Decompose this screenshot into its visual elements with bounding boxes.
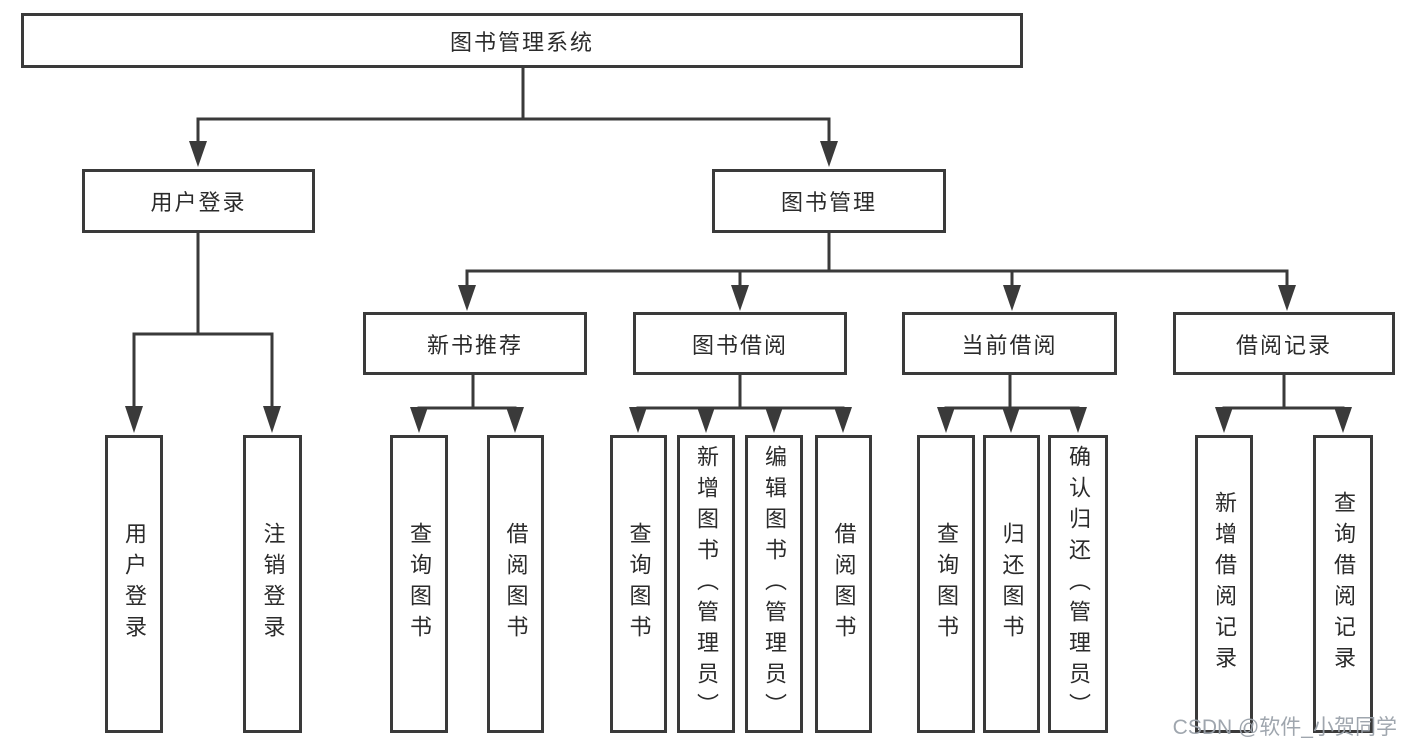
leaf-logout: 注销登录 (243, 435, 302, 733)
leaf-borrow-add-books-admin: 新增图书（管理员） (677, 435, 735, 733)
leaf-recommend-borrow-books-label: 借阅图书 (503, 522, 529, 646)
node-book-management: 图书管理 (712, 169, 946, 233)
leaf-records-query-record: 查询借阅记录 (1313, 435, 1373, 733)
leaf-borrow-query-books: 查询图书 (610, 435, 667, 733)
leaf-records-query-record-label: 查询借阅记录 (1331, 491, 1356, 677)
leaf-current-confirm-return-admin: 确认归还（管理员） (1048, 435, 1108, 733)
node-current-borrow: 当前借阅 (902, 312, 1117, 375)
leaf-current-return-books-label: 归还图书 (999, 522, 1025, 646)
leaf-recommend-query-books: 查询图书 (390, 435, 448, 733)
node-borrow-records-label: 借阅记录 (1235, 332, 1332, 358)
leaf-user-login: 用户登录 (105, 435, 163, 733)
leaf-borrow-edit-books-admin: 编辑图书（管理员） (745, 435, 803, 733)
leaf-records-add-record: 新增借阅记录 (1195, 435, 1253, 733)
node-root: 图书管理系统 (21, 13, 1023, 68)
node-book-borrow: 图书借阅 (633, 312, 847, 375)
leaf-borrow-borrow-books: 借阅图书 (815, 435, 872, 733)
node-user-login-label: 用户登录 (150, 190, 247, 215)
node-user-login: 用户登录 (82, 169, 315, 233)
node-book-management-label: 图书管理 (780, 190, 877, 215)
leaf-borrow-query-books-label: 查询图书 (626, 522, 652, 646)
leaf-borrow-edit-books-admin-label: 编辑图书（管理员） (762, 444, 787, 724)
node-current-borrow-label: 当前借阅 (961, 332, 1058, 358)
node-new-book-recommend: 新书推荐 (363, 312, 587, 375)
leaf-recommend-query-books-label: 查询图书 (407, 522, 432, 646)
leaf-current-query-books-label: 查询图书 (934, 522, 959, 646)
leaf-records-add-record-label: 新增借阅记录 (1212, 491, 1237, 677)
leaf-borrow-borrow-books-label: 借阅图书 (831, 522, 857, 646)
node-new-book-recommend-label: 新书推荐 (426, 332, 523, 358)
leaf-current-confirm-return-admin-label: 确认归还（管理员） (1066, 444, 1091, 724)
leaf-user-login-label: 用户登录 (122, 522, 147, 646)
leaf-current-return-books: 归还图书 (983, 435, 1040, 733)
csdn-watermark: CSDN @软件_小贺同学 (1172, 716, 1397, 739)
node-root-label: 图书管理系统 (449, 29, 594, 55)
node-borrow-records: 借阅记录 (1173, 312, 1395, 375)
leaf-borrow-add-books-admin-label: 新增图书（管理员） (694, 444, 719, 724)
leaf-recommend-borrow-books: 借阅图书 (487, 435, 544, 733)
node-book-borrow-label: 图书借阅 (691, 332, 788, 358)
leaf-current-query-books: 查询图书 (917, 435, 975, 733)
leaf-logout-label: 注销登录 (260, 522, 286, 646)
